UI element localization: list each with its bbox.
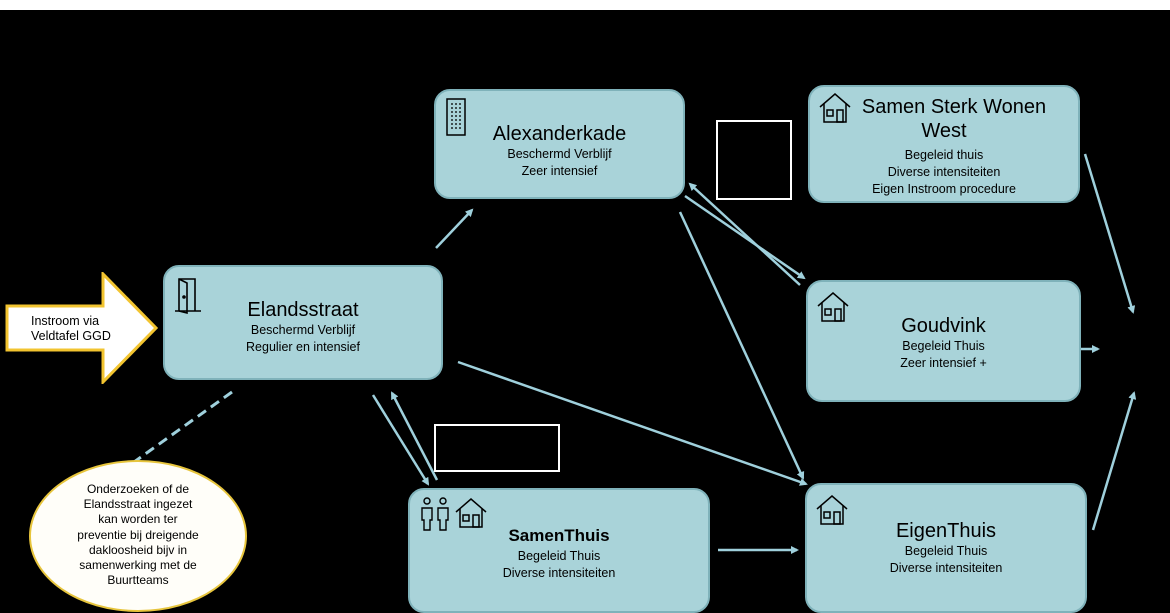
node-line: Begeleid Thuis xyxy=(902,339,985,353)
note-line: dakloosheid bijv in xyxy=(88,542,188,557)
node-title: SamenThuis xyxy=(508,526,610,545)
note-line: kan worden ter xyxy=(98,512,178,527)
arrow-elandsstraat-samenthuis xyxy=(371,394,430,486)
building-icon xyxy=(443,97,469,137)
house-icon xyxy=(815,493,849,527)
arrow-samensterk-out xyxy=(1083,153,1136,314)
node-samenthuis: SamenThuis Begeleid Thuis Diverse intens… xyxy=(408,488,710,613)
node-title: Goudvink xyxy=(901,315,986,337)
node-title: Alexanderkade xyxy=(492,123,627,145)
node-line: Begeleid Thuis xyxy=(517,549,601,563)
node-line: Beschermd Verblijf xyxy=(250,323,356,337)
house-icon xyxy=(816,290,850,324)
note-line: Onderzoeken of de xyxy=(86,482,190,496)
node-title: EigenThuis xyxy=(895,520,997,542)
node-line: Zeer intensief xyxy=(521,164,598,178)
node-line: Diverse intensiteiten xyxy=(502,566,616,580)
node-samen-sterk-wonen-west: Samen Sterk Wonen West Begeleid thuis Di… xyxy=(808,85,1080,203)
empty-box xyxy=(716,120,792,200)
node-title: Elandsstraat xyxy=(247,299,359,321)
arrow-alexanderkade-goudvink xyxy=(684,194,806,280)
instroom-line2: Veldtafel GGD xyxy=(31,329,111,343)
house-icon xyxy=(818,91,852,125)
note-line: Buurtteams xyxy=(107,573,169,588)
node-eigenthuis: EigenThuis Begeleid Thuis Diverse intens… xyxy=(805,483,1087,613)
arrow-alexanderkade-eigenthuis xyxy=(678,211,805,480)
door-icon xyxy=(173,275,203,315)
note-line: Elandsstraat ingezet xyxy=(83,497,193,512)
node-line: Diverse intensiteiten xyxy=(887,165,1001,179)
arrow-elandsstraat-alexanderkade xyxy=(435,208,474,249)
top-white-strip xyxy=(0,0,1170,10)
instroom-arrow: Instroom via Veldtafel GGD xyxy=(5,272,160,384)
node-line: Eigen Instroom procedure xyxy=(872,182,1016,196)
dashed-connector xyxy=(119,390,233,474)
house-icon xyxy=(454,496,488,530)
empty-box xyxy=(434,424,560,472)
note-callout: Onderzoeken of de Elandsstraat ingezet k… xyxy=(29,460,247,612)
node-line: Regulier en intensief xyxy=(246,340,360,354)
note-line: preventie bij dreigende xyxy=(77,527,199,542)
arrow-goudvink-alexanderkade xyxy=(688,182,801,286)
arrow-samenthuis-elandsstraat xyxy=(390,391,439,481)
node-title: West xyxy=(921,120,967,142)
node-alexanderkade: Alexanderkade Beschermd Verblijf Zeer in… xyxy=(434,89,685,199)
arrow-eigenthuis-out xyxy=(1091,391,1137,531)
node-line: Diverse intensiteiten xyxy=(889,561,1003,575)
node-line: Begeleid Thuis xyxy=(904,544,988,558)
note-line: samenwerking met de xyxy=(79,558,197,573)
arrow-elandsstraat-eigenthuis xyxy=(457,360,808,486)
instroom-line1: Instroom via xyxy=(31,314,100,328)
node-title: Samen Sterk Wonen xyxy=(861,96,1047,118)
node-line: Begeleid thuis xyxy=(904,148,984,162)
node-line: Zeer intensief + xyxy=(900,356,987,370)
node-line: Beschermd Verblijf xyxy=(507,147,612,161)
node-elandsstraat: Elandsstraat Beschermd Verblijf Regulier… xyxy=(163,265,443,380)
node-goudvink: Goudvink Begeleid Thuis Zeer intensief + xyxy=(806,280,1081,402)
people-icon xyxy=(418,496,452,532)
